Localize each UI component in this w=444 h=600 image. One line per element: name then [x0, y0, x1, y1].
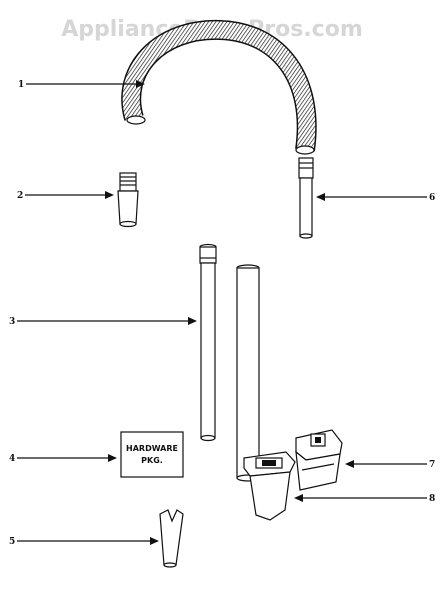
hose-adapter-part[interactable]	[117, 172, 139, 228]
callout-8: 8	[294, 494, 435, 504]
upholstery-nozzle-part[interactable]	[243, 451, 296, 521]
hardware-label-line1: HARDWARE	[126, 444, 178, 453]
callout-number: 6	[429, 193, 435, 203]
floor-brush-part[interactable]	[295, 429, 343, 491]
arrow-icon	[108, 454, 117, 462]
arrow-icon	[136, 80, 145, 88]
callout-number: 3	[9, 317, 15, 327]
callout-number: 8	[429, 494, 435, 504]
callout-7: 7	[345, 460, 435, 470]
extension-wand-part[interactable]	[199, 243, 217, 442]
callout-5: 5	[9, 537, 159, 547]
callout-number: 4	[9, 454, 15, 464]
arrow-icon	[150, 537, 159, 545]
callout-number: 1	[18, 80, 24, 90]
callout-number: 5	[9, 537, 15, 547]
hose-end-cuff	[126, 115, 146, 125]
crevice-tool-part[interactable]	[159, 509, 184, 568]
arrow-icon	[294, 494, 303, 502]
callout-number: 2	[17, 191, 23, 201]
callout-number: 7	[429, 460, 435, 470]
extension-wand-part[interactable]	[236, 264, 260, 482]
arrow-icon	[316, 193, 325, 201]
hardware-package-part[interactable]: HARDWARE PKG.	[120, 431, 184, 478]
callout-2: 2	[17, 191, 114, 201]
arrow-icon	[105, 191, 114, 199]
hose-end-cuff	[295, 145, 315, 155]
arrow-icon	[188, 317, 197, 325]
hose-part[interactable]	[121, 19, 317, 155]
callout-3: 3	[9, 317, 197, 327]
hardware-label-line2: PKG.	[141, 456, 163, 465]
callout-1: 1	[18, 80, 145, 90]
callout-4: 4	[9, 454, 117, 464]
arrow-icon	[345, 460, 354, 468]
handle-tube-part[interactable]	[298, 157, 314, 239]
callout-6: 6	[316, 193, 435, 203]
